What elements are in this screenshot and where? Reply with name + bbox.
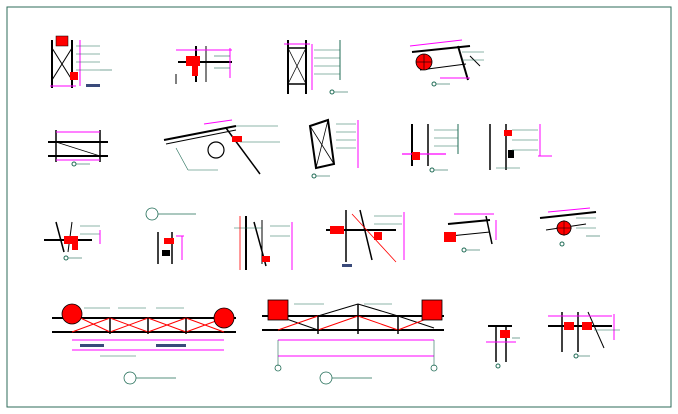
sheet-frame <box>6 6 672 408</box>
truss-elevation-1 <box>52 303 236 385</box>
detail-b4 <box>402 124 459 173</box>
detail-b3 <box>308 118 359 179</box>
detail-d3 <box>486 325 520 369</box>
detail-a1 <box>50 35 112 88</box>
detail-d4 <box>548 311 620 359</box>
detail-b5 <box>489 124 552 170</box>
detail-c6 <box>539 207 600 247</box>
detail-b1 <box>48 130 108 167</box>
detail-c1 <box>44 221 101 261</box>
detail-a3 <box>284 40 348 95</box>
detail-c3 <box>234 216 293 270</box>
truss-elevation-2 <box>262 299 444 385</box>
detail-a4 <box>409 39 484 87</box>
detail-c2 <box>145 207 196 264</box>
detail-a2 <box>175 46 232 84</box>
detail-c5 <box>444 213 497 253</box>
detail-c4 <box>326 209 405 267</box>
detail-b2 <box>163 119 280 175</box>
